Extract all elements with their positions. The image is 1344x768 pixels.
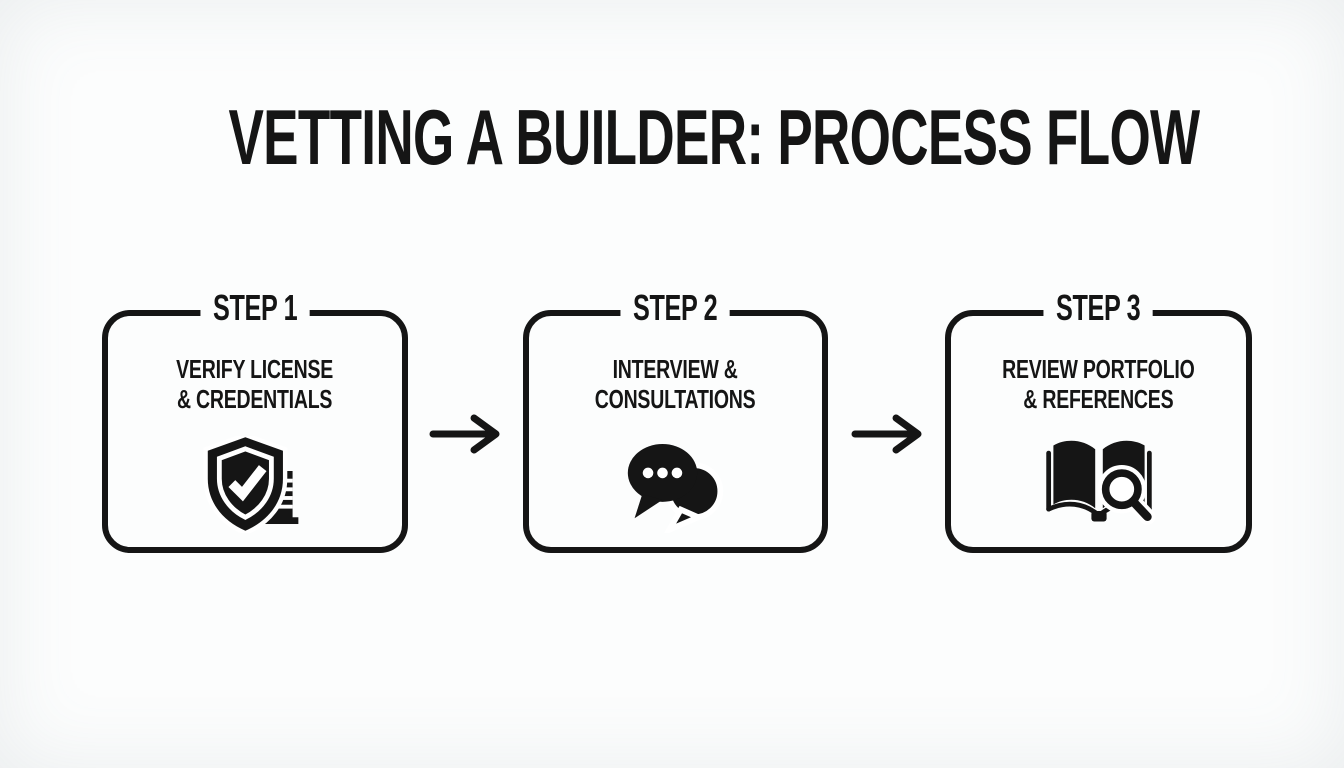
step-2-title-line1: INTERVIEW & [612,354,738,384]
step-1-title-line1: VERIFY LICENSE [176,354,334,384]
step-2-title: INTERVIEW & CONSULTATIONS [595,354,756,414]
step-box-1: STEP 1 VERIFY LICENSE & CREDENTIALS [102,286,408,553]
step-3-title: REVIEW PORTFOLIO & REFERENCES [1002,354,1195,414]
step-1-title-line2: & CREDENTIALS [177,384,333,414]
step-box-3: STEP 3 REVIEW PORTFOLIO & REFERENCES [945,286,1252,553]
page-title: VETTING A BUILDER: PROCESS FLOW [0,98,1344,176]
book-magnifier-icon [1042,436,1156,531]
step-1-label-text: STEP 1 [200,286,310,330]
step-2-label: STEP 2 [529,286,822,330]
step-3-label-text: STEP 3 [1043,286,1154,330]
step-2-label-text: STEP 2 [620,286,731,330]
chat-bubbles-icon [623,436,729,533]
step-1-label: STEP 1 [108,286,402,330]
page-title-text: VETTING A BUILDER: PROCESS FLOW [228,93,1200,181]
step-2-title-line2: CONSULTATIONS [595,384,756,414]
arrow-right-icon [429,413,503,455]
arrow-right-icon [851,413,925,455]
step-3-label: STEP 3 [951,286,1246,330]
step-3-title-line1: REVIEW PORTFOLIO [1002,354,1195,384]
step-3-title-line2: & REFERENCES [1023,384,1174,414]
step-box-2: STEP 2 INTERVIEW & CONSULTATIONS [523,286,828,553]
step-1-title: VERIFY LICENSE & CREDENTIALS [177,354,334,414]
shield-check-building-icon [202,436,308,533]
